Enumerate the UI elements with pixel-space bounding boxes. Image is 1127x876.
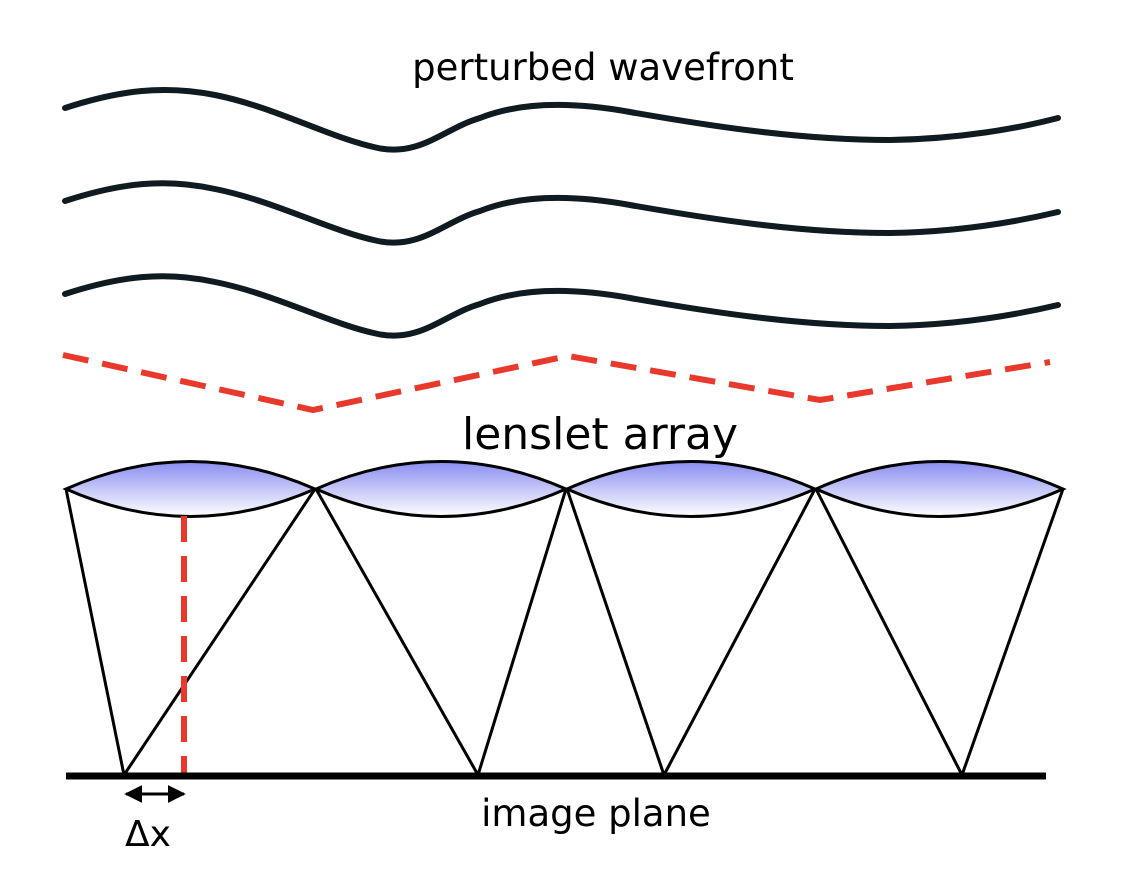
wavefront-line-3: [62, 273, 1061, 339]
approximated-wavefront: [62, 352, 1051, 414]
lenslet-4: [812, 460, 1067, 518]
delta-x-label: Δx: [125, 814, 171, 855]
lenslet-3: [563, 460, 819, 518]
wavefront-label: perturbed wavefront: [412, 46, 794, 89]
wavefront-line-2: [62, 180, 1061, 246]
focus-cone-2: [314, 488, 568, 777]
lenslet-2: [312, 460, 570, 518]
image-plane-label: image plane: [481, 792, 711, 835]
focus-cone-4: [814, 488, 1065, 777]
focus-cones: [64, 488, 1065, 777]
wavefront-lines: [62, 86, 1061, 339]
focus-cone-1: [64, 488, 317, 777]
lenslet-1: [62, 460, 319, 518]
wavefront-line-1: [62, 86, 1061, 153]
focus-cone-3: [565, 488, 817, 777]
lenslet-label: lenslet array: [462, 409, 738, 460]
